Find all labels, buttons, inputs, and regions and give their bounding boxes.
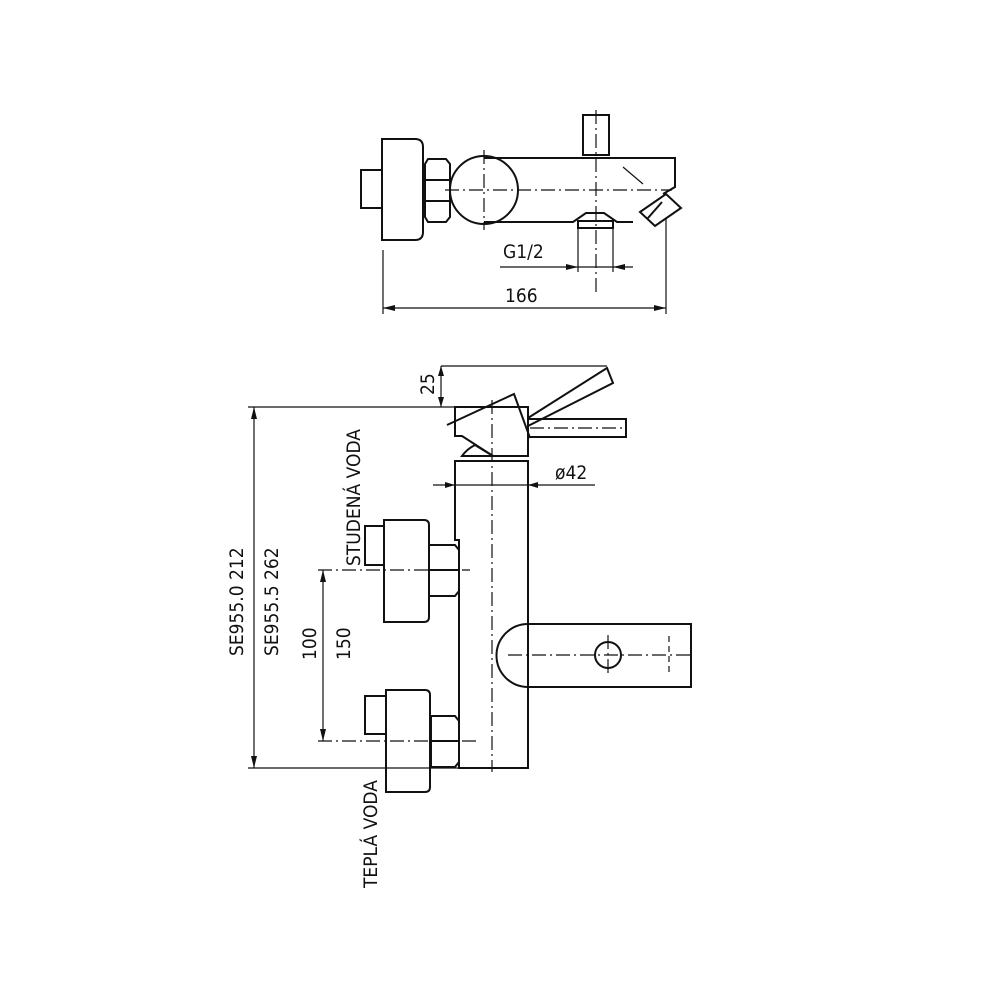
top-ball: [449, 155, 519, 225]
side-view: 25 ø42 SE955.0 212 SE955.5 262 100 150: [226, 365, 692, 889]
dim-arrows: [438, 366, 444, 407]
thread-label: G1/2: [503, 241, 544, 263]
lever-rod: [527, 418, 627, 438]
top-stub: [360, 169, 383, 209]
top-nut: [424, 158, 451, 223]
model-1-height: SE955.0 212: [226, 547, 248, 656]
lever-dim: 25: [417, 373, 439, 395]
spout: [495, 623, 692, 688]
hot-water-label: TEPLÁ VODA: [359, 780, 382, 889]
top-outlet: [577, 220, 614, 229]
cold-stub: [364, 525, 385, 566]
spacing-dim-2: 150: [333, 627, 355, 660]
lever-raised: [446, 366, 615, 439]
cold-eccentric: [383, 519, 430, 623]
top-knob: [381, 138, 424, 241]
top-view: G1/2 166: [360, 110, 683, 314]
model-2-height: SE955.5 262: [261, 547, 283, 656]
top-hidden-line: [622, 166, 644, 185]
hot-stub: [364, 695, 387, 735]
spacing-dim-1: 100: [299, 627, 321, 660]
head-cartridge: [460, 443, 497, 457]
dim-arrows: [566, 264, 625, 270]
diameter-dim: ø42: [555, 462, 587, 484]
hot-eccentric: [385, 689, 431, 793]
top-diverter: [638, 192, 683, 228]
cold-water-label: STUDENÁ VODA: [342, 429, 365, 566]
width-dim: 166: [505, 285, 538, 307]
